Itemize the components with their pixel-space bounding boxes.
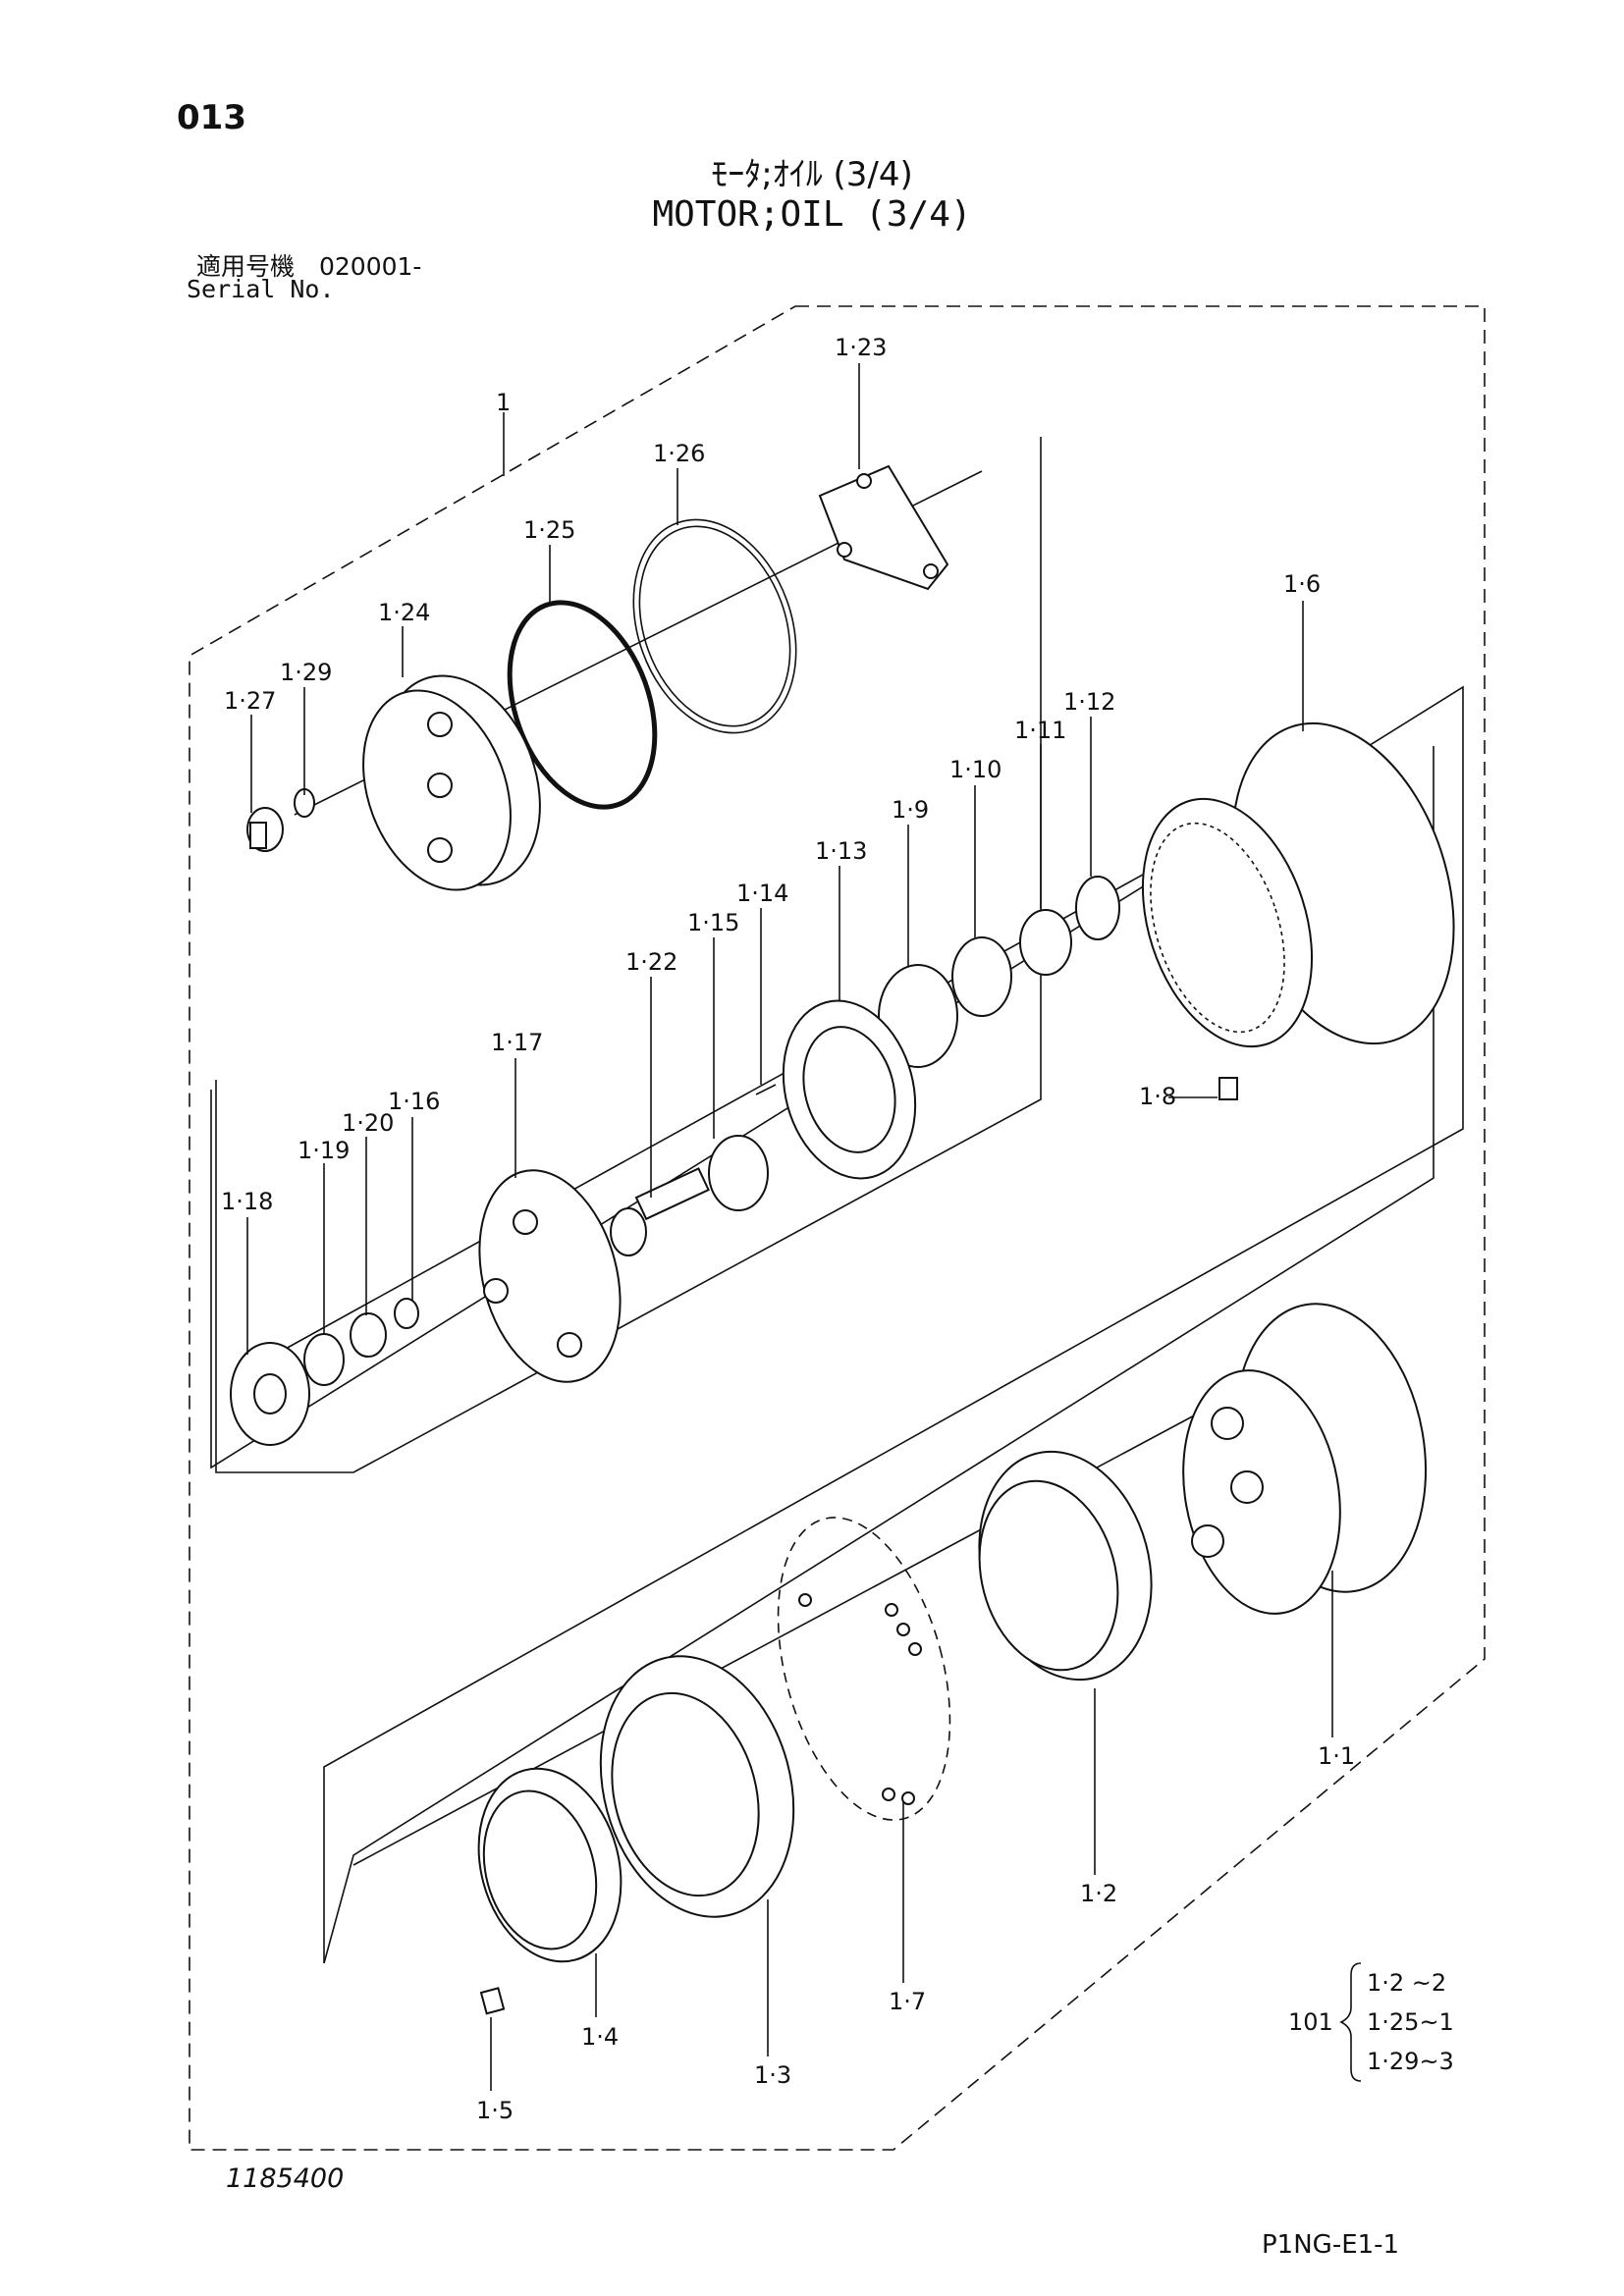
callout-1-11: 1·11 (1014, 717, 1066, 744)
sun-gear-part (708, 1135, 769, 1211)
sheet-code: P1NG-E1-1 (1262, 2230, 1400, 2260)
planet-gear-lower-hole (253, 1373, 287, 1415)
needle-bearing-part (951, 936, 1012, 1017)
drawing-number: 1185400 (226, 2163, 345, 2194)
page-number: 013 (177, 98, 246, 137)
title-japanese: ﾓｰﾀ;ｵｲﾙ (3/4) (711, 155, 913, 194)
motor-boss-2 (1230, 1470, 1264, 1504)
carrier-pin-1 (513, 1209, 538, 1235)
callout-1-14: 1·14 (736, 880, 788, 907)
callout-1-29: 1·29 (280, 659, 332, 686)
o-ring-part (507, 600, 658, 810)
plate-hole-1 (856, 473, 872, 489)
group-outline-middle (210, 685, 1464, 1963)
housing-bore (1141, 797, 1314, 1048)
callout-1-6: 1·6 (1283, 570, 1321, 598)
callout-1-23: 1·23 (835, 334, 887, 361)
drive-shaft-part (634, 1167, 710, 1221)
callout-1-13: 1·13 (815, 837, 867, 865)
motor-boss-3 (1191, 1524, 1224, 1558)
assembly-boundary (189, 305, 1486, 2151)
steel-ball (908, 1642, 922, 1656)
drive-shaft-spline (610, 1207, 647, 1256)
planet-bearing-part (303, 1333, 345, 1386)
callout-1-17: 1·17 (491, 1029, 543, 1056)
serial-label-japanese: 適用号機 020001- (196, 252, 422, 281)
snap-ring-part (632, 518, 797, 734)
kit-item-3: 1·29~3 (1367, 2048, 1454, 2075)
serial-label-english: Serial No. (187, 275, 335, 303)
callout-1-26: 1·26 (653, 440, 705, 467)
pin-bushing-part (350, 1312, 387, 1358)
callout-1-5: 1·5 (476, 2097, 514, 2124)
steel-ball (882, 1788, 895, 1801)
housing-gear-teeth (1150, 822, 1285, 1034)
screw-part (755, 1084, 777, 1095)
kit-item-1: 1·2 ~2 (1367, 1969, 1446, 1997)
callout-1-9: 1·9 (892, 796, 929, 824)
main-bearing-inner (611, 1691, 760, 1897)
floating-seal-inner (978, 1479, 1119, 1672)
steel-ball (798, 1593, 812, 1607)
bushing-part (1019, 909, 1072, 976)
callout-1-18: 1·18 (221, 1188, 273, 1215)
thrust-washer-part (1075, 876, 1120, 940)
callout-1-24: 1·24 (378, 599, 430, 626)
cover-port-2 (427, 773, 453, 798)
plate-hole-2 (923, 563, 939, 579)
steel-ball (896, 1623, 910, 1636)
kit-number: 101 (1288, 2008, 1333, 2036)
callout-1-25: 1·25 (523, 516, 575, 544)
callout-1-12: 1·12 (1063, 688, 1115, 716)
callout-1-8: 1·8 (1139, 1083, 1176, 1110)
steel-ball (901, 1791, 915, 1805)
kit-item-2: 1·25~1 (1367, 2008, 1454, 2036)
callout-1: 1 (496, 389, 511, 416)
callout-1-10: 1·10 (949, 756, 1001, 783)
plug-shank (249, 822, 267, 849)
callout-1-2: 1·2 (1080, 1880, 1117, 1907)
motor-boss-1 (1211, 1407, 1244, 1440)
title-english: MOTOR;OIL (3/4) (652, 194, 972, 235)
steel-ball-ring (777, 1517, 951, 1821)
cover-port-1 (427, 712, 453, 737)
kit-bracket (1339, 1962, 1362, 2082)
callout-1-27: 1·27 (224, 687, 276, 715)
callout-1-19: 1·19 (298, 1137, 350, 1164)
carrier-pin-2 (483, 1278, 509, 1304)
set-screw-part (479, 1987, 506, 2015)
callout-1-1: 1·1 (1318, 1742, 1355, 1770)
callout-1-16: 1·16 (388, 1088, 440, 1115)
thrust-plate-hole (802, 1026, 896, 1153)
carrier-part (478, 1169, 622, 1383)
callout-1-7: 1·7 (889, 1988, 926, 2015)
plate-hole-3 (837, 542, 852, 558)
fill-plug-part (1218, 1077, 1238, 1100)
callout-1-20: 1·20 (342, 1109, 394, 1137)
callout-1-15: 1·15 (687, 909, 739, 936)
callout-1-4: 1·4 (581, 2023, 619, 2051)
callout-1-22: 1·22 (625, 948, 677, 976)
steel-ball (885, 1603, 898, 1617)
ring-nut-inner (482, 1789, 598, 1950)
carrier-pin-3 (557, 1332, 582, 1358)
washer-part (394, 1298, 419, 1329)
callout-1-3: 1·3 (754, 2061, 791, 2089)
snap-ring-inner-edge (638, 525, 791, 727)
cover-port-3 (427, 837, 453, 863)
